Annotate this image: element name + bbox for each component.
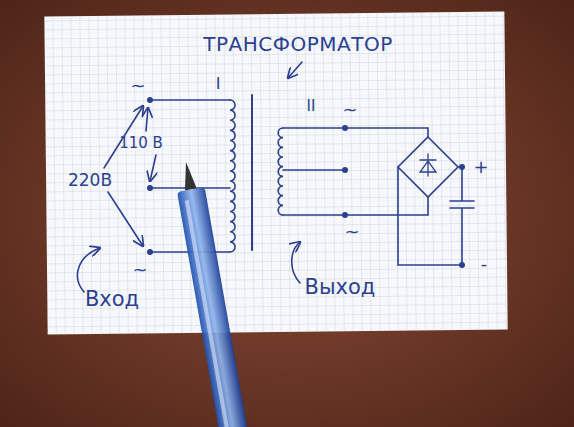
primary-coil [230, 100, 235, 252]
ac-mark: ~ [132, 260, 147, 280]
secondary-coil [278, 128, 283, 215]
paper-card [44, 12, 507, 335]
ac-mark: ~ [342, 100, 357, 120]
leader-arrow [150, 155, 156, 181]
secondary-wire [283, 169, 345, 171]
polarity-mark: - [481, 254, 488, 274]
ac-mark: ~ [344, 222, 359, 242]
capacitor [450, 167, 474, 265]
grid-lines [44, 12, 507, 335]
ac-mark: ~ [130, 76, 145, 96]
secondary-wire [283, 214, 345, 216]
output-arrow [292, 242, 300, 283]
voltage-label: 110 В [119, 135, 163, 152]
winding-number: II [307, 98, 316, 115]
polarity-mark: + [473, 157, 488, 177]
bridge-wire [345, 197, 428, 215]
title: ТРАНСФОРМАТОР [203, 33, 392, 55]
bridge-wire [345, 128, 428, 137]
core-line [251, 95, 253, 250]
voltage-label: 220В [68, 171, 112, 190]
winding-number: I [216, 75, 221, 93]
diode-bridge [398, 137, 458, 197]
leader-arrow [108, 192, 143, 246]
ink-drawing [77, 62, 474, 292]
input-arrow [77, 248, 100, 292]
output-label: Выход [305, 276, 376, 299]
primary-wire [150, 99, 230, 101]
title-arrow [288, 62, 302, 78]
leader-arrow [146, 108, 148, 131]
input-label: Вход [85, 288, 139, 311]
output-wire [398, 167, 462, 265]
ballpoint-pen [172, 160, 248, 427]
secondary-wire [283, 127, 345, 129]
diode-symbol [420, 154, 436, 176]
